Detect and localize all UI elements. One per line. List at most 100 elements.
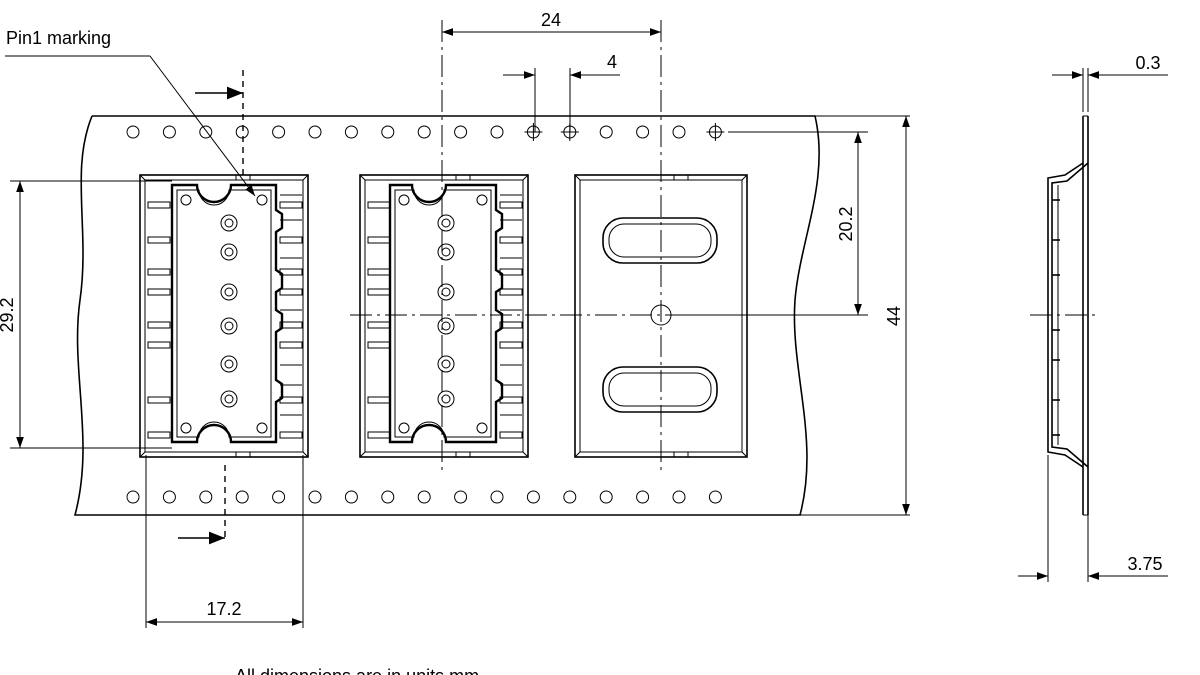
sprocket-hole — [454, 125, 468, 139]
component-body-2 — [388, 183, 504, 444]
thickness-value: 0.3 — [1135, 53, 1160, 73]
sprocket-hole — [490, 490, 504, 504]
pocket-pin-left — [367, 321, 391, 329]
terminal-core — [441, 218, 451, 228]
sprocket-hole — [417, 490, 431, 504]
pocket-pin-right — [499, 268, 523, 276]
pocket-pin-left — [147, 268, 171, 276]
component-terminals-1 — [220, 214, 238, 408]
sprocket-holes-top — [126, 123, 725, 141]
pocket-pin-left — [367, 431, 391, 439]
sprocket-hole — [636, 125, 650, 139]
sprocket-hole — [199, 490, 213, 504]
pocket-pin-left — [367, 288, 391, 296]
dimension-hole-pitch: 4 — [503, 52, 620, 132]
terminal-core — [441, 359, 451, 369]
pocket-pin-right — [279, 341, 303, 349]
sprocket-hole — [599, 125, 613, 139]
pocket-pin-right — [279, 268, 303, 276]
terminal-core — [224, 287, 234, 297]
dimension-tape-width: 44 — [884, 116, 910, 515]
sprocket-hole — [126, 125, 140, 139]
terminal-core — [224, 394, 234, 404]
pocket-pin-left — [367, 341, 391, 349]
pocket-depth-value: 3.75 — [1127, 554, 1162, 574]
pocket-pin-right — [499, 321, 523, 329]
dimension-pocket-depth: 3.75 — [1018, 455, 1168, 582]
component-body-1 — [170, 183, 284, 444]
terminal-ring — [220, 283, 238, 301]
pocket-pin-left — [147, 201, 171, 209]
pocket-pin-left — [147, 396, 171, 404]
component-terminals-2 — [437, 214, 455, 408]
sprocket-hole — [636, 490, 650, 504]
sprocket-hole — [272, 125, 286, 139]
hole-to-center-value: 20.2 — [836, 206, 856, 241]
sprocket-hole — [308, 490, 322, 504]
pocket-pin-right — [279, 431, 303, 439]
pocket-length-value: 29.2 — [0, 297, 17, 332]
sprocket-hole — [162, 490, 176, 504]
sprocket-hole — [599, 490, 613, 504]
dimension-pitch: 24 — [442, 10, 661, 36]
pocket-pin-right — [499, 201, 523, 209]
pocket-pin-left — [147, 236, 171, 244]
pocket-pin-right — [499, 288, 523, 296]
sprocket-hole — [344, 490, 358, 504]
pocket-pin-right — [499, 341, 523, 349]
pin1-marking-annotation: Pin1 marking — [5, 28, 256, 545]
terminal-core — [224, 218, 234, 228]
pocket-pin-left — [147, 341, 171, 349]
terminal-ring — [437, 355, 455, 373]
side-view — [1047, 115, 1089, 516]
terminal-core — [224, 359, 234, 369]
sprocket-hole — [708, 490, 722, 504]
terminal-ring — [220, 317, 238, 335]
terminal-core — [441, 287, 451, 297]
pocket-pin-right — [279, 236, 303, 244]
sprocket-hole — [235, 490, 249, 504]
terminal-ring — [437, 283, 455, 301]
pin1-marking-label: Pin1 marking — [6, 28, 111, 48]
pocket-pin-right — [279, 321, 303, 329]
center-lines — [224, 20, 1100, 540]
carrier-tape — [73, 115, 910, 516]
terminal-core — [441, 394, 451, 404]
pitch-value: 24 — [541, 10, 561, 30]
dimension-thickness: 0.3 — [1052, 53, 1168, 112]
component-pins-1 — [147, 194, 303, 439]
sprocket-hole — [563, 490, 577, 504]
pocket-pin-left — [367, 396, 391, 404]
pocket-pin-left — [147, 321, 171, 329]
sprocket-hole — [381, 125, 395, 139]
pocket-pin-right — [279, 288, 303, 296]
pocket-pin-right — [499, 431, 523, 439]
sprocket-hole — [235, 125, 249, 139]
sprocket-hole — [417, 125, 431, 139]
sprocket-hole — [381, 490, 395, 504]
sprocket-hole — [199, 125, 213, 139]
terminal-ring — [220, 214, 238, 232]
pocket-pin-right — [499, 236, 523, 244]
terminal-ring — [220, 355, 238, 373]
pocket-1 — [139, 174, 309, 458]
pocket-pin-right — [279, 396, 303, 404]
dimension-pocket-width: 17.2 — [145, 455, 304, 628]
sprocket-holes-bottom — [126, 490, 722, 504]
terminal-core — [224, 247, 234, 257]
sprocket-hole — [454, 490, 468, 504]
sprocket-hole — [526, 490, 540, 504]
terminal-core — [441, 321, 451, 331]
terminal-ring — [220, 243, 238, 261]
units-note: All dimensions are in units mm — [235, 666, 479, 675]
terminal-ring — [437, 317, 455, 335]
sprocket-hole — [672, 125, 686, 139]
terminal-core — [224, 321, 234, 331]
pocket-width-value: 17.2 — [206, 599, 241, 619]
pocket-pin-left — [147, 431, 171, 439]
sprocket-hole — [272, 490, 286, 504]
sprocket-hole — [490, 125, 504, 139]
pocket-pin-left — [367, 236, 391, 244]
